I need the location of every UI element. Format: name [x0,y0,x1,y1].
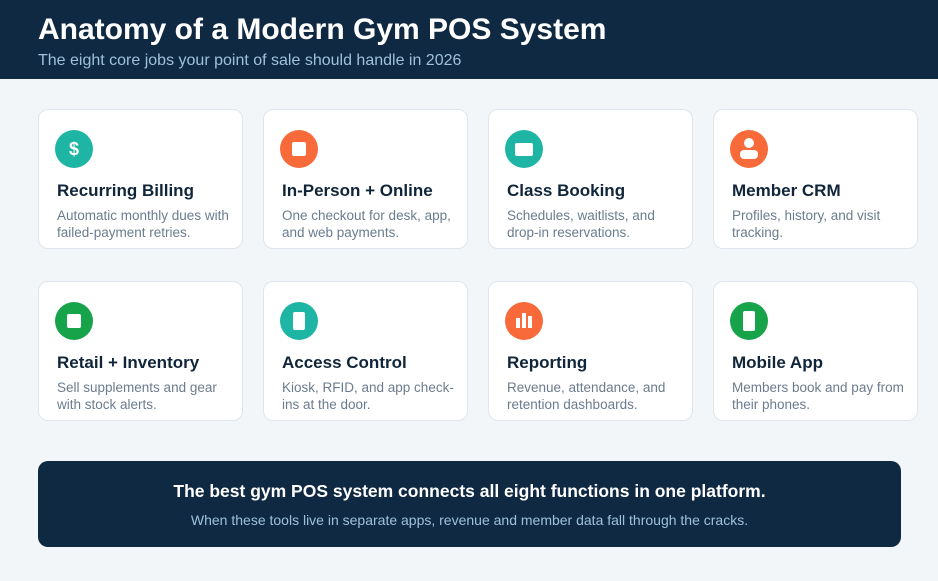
feature-card-member-crm: Member CRM Profiles, history, and visit … [713,109,918,249]
card-title: Access Control [282,353,407,372]
card-description: One checkout for desk, app, and web paym… [282,208,451,240]
person-icon [730,130,768,168]
card-description: Revenue, attendance, and retention dashb… [507,380,666,412]
feature-card-access-control: Access Control Kiosk, RFID, and app chec… [263,281,468,421]
phone-icon [730,302,768,340]
feature-card-retail-inventory: Retail + Inventory Sell supplements and … [38,281,243,421]
bar-chart-icon [505,302,543,340]
card-description: Sell supplements and gear with stock ale… [57,380,217,412]
card-title: Mobile App [732,353,823,372]
feature-card-class-booking: Class Booking Schedules, waitlists, and … [488,109,693,249]
card-title: Retail + Inventory [57,353,200,372]
card-title: Reporting [507,353,588,372]
card-title: Member CRM [732,181,841,200]
box-icon [55,302,93,340]
page-header: Anatomy of a Modern Gym POS System The e… [0,0,938,79]
dollar-glyph: $ [68,139,79,159]
card-title: Recurring Billing [57,181,194,200]
card-title: In-Person + Online [282,181,433,200]
card-description: Members book and pay from their phones. [732,380,904,412]
card-description: Schedules, waitlists, and drop-in reserv… [507,208,655,240]
card-description: Profiles, history, and visit tracking. [732,208,881,240]
card-icon [280,302,318,340]
feature-card-recurring-billing: $ Recurring Billing Automatic monthly du… [38,109,243,249]
summary-banner: The best gym POS system connects all eig… [38,461,901,547]
screen-icon [505,130,543,168]
dollar-icon: $ [55,130,93,168]
card-description: Kiosk, RFID, and app check-ins at the do… [282,380,454,412]
page-subtitle: The eight core jobs your point of sale s… [38,52,462,69]
feature-card-mobile-app: Mobile App Members book and pay from the… [713,281,918,421]
summary-title: The best gym POS system connects all eig… [173,481,766,501]
summary-subtitle: When these tools live in separate apps, … [190,512,749,528]
card-title: Class Booking [507,181,626,200]
feature-card-in-person-online: In-Person + Online One checkout for desk… [263,109,468,249]
square-icon [280,130,318,168]
feature-card-reporting: Reporting Revenue, attendance, and reten… [488,281,693,421]
page-title: Anatomy of a Modern Gym POS System [38,13,607,46]
card-description: Automatic monthly dues with failed-payme… [57,208,229,240]
